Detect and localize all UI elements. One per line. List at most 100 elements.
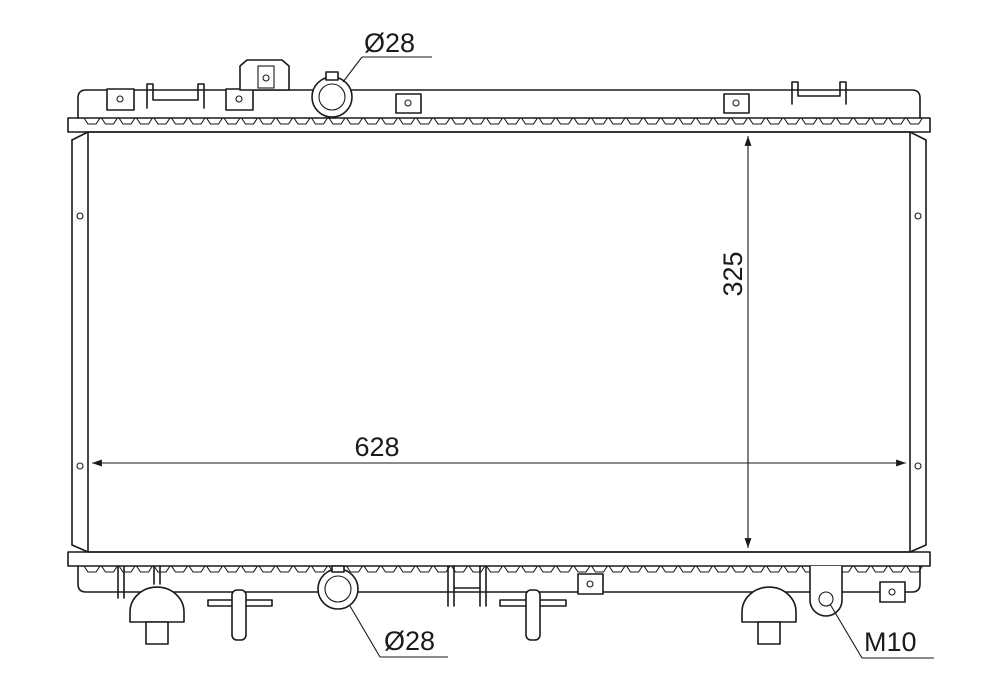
tank-crimp-tooth xyxy=(206,117,223,125)
tank-crimp-tooth xyxy=(853,565,871,573)
tank-crimp-tooth xyxy=(906,117,923,125)
tank-crimp-tooth xyxy=(643,565,661,573)
tank-crimp-tooth xyxy=(381,117,398,125)
tank-crimp-tooth xyxy=(521,565,538,573)
tank-crimp-tooth xyxy=(836,117,853,125)
tank-crimp-tooth xyxy=(346,117,363,125)
bottom-outlet-label: Ø28 xyxy=(384,626,435,656)
tank-crimp-tooth xyxy=(398,117,416,125)
tank-crimp-tooth xyxy=(801,117,818,125)
tank-crimp-tooth xyxy=(906,565,923,573)
tank-crimp-tooth xyxy=(276,117,293,125)
tank-crimp-tooth xyxy=(521,117,538,125)
tank-crimp-tooth xyxy=(731,117,748,125)
tank-crimp-tooth xyxy=(118,565,136,573)
height-dimension: 325 xyxy=(718,136,752,548)
tank-crimp-tooth xyxy=(853,117,871,125)
tank-crimp-tooth xyxy=(713,117,731,125)
tank-crimp-tooth xyxy=(468,117,486,125)
tank-crimp-tooth xyxy=(783,117,801,125)
thread-label: M10 xyxy=(864,627,917,657)
tank-crimp-tooth xyxy=(748,565,766,573)
bottom-outlet-pipe xyxy=(317,565,359,610)
tank-crimp-tooth xyxy=(556,117,573,125)
height-label: 325 xyxy=(718,251,748,296)
top-tank xyxy=(67,59,931,133)
tank-crimp-tooth xyxy=(381,565,398,573)
tank-crimp-tooth xyxy=(241,565,258,573)
tank-crimp-tooth xyxy=(731,565,748,573)
top-inlet-label: Ø28 xyxy=(364,28,415,58)
tank-crimp-tooth xyxy=(136,117,153,125)
tank-crimp-tooth xyxy=(538,117,556,125)
bottom-outlet-callout: Ø28 xyxy=(349,605,448,658)
tank-crimp-tooth xyxy=(766,565,783,573)
tank-crimp-tooth xyxy=(311,117,328,125)
tank-crimp-tooth xyxy=(871,117,888,125)
tank-crimp-tooth xyxy=(503,117,521,125)
tank-crimp-tooth xyxy=(293,565,311,573)
top-inlet-pipe xyxy=(311,71,353,118)
bottom-tank xyxy=(67,551,931,645)
tank-crimp-tooth xyxy=(241,117,258,125)
tank-crimp-tooth xyxy=(591,565,608,573)
tank-crimp-tooth xyxy=(171,565,188,573)
tank-crimp-tooth xyxy=(223,117,241,125)
tank-crimp-tooth xyxy=(486,117,503,125)
tank-crimp-tooth xyxy=(153,565,171,573)
tank-crimp-tooth xyxy=(573,117,591,125)
tank-crimp-tooth xyxy=(626,117,643,125)
tank-crimp-tooth xyxy=(626,565,643,573)
tank-crimp-tooth xyxy=(258,117,276,125)
tank-crimp-tooth xyxy=(608,117,626,125)
tank-crimp-tooth xyxy=(171,117,188,125)
tank-crimp-tooth xyxy=(83,565,101,573)
tank-crimp-tooth xyxy=(433,117,451,125)
thread-callout: M10 xyxy=(829,603,934,659)
tank-crimp-tooth xyxy=(696,565,713,573)
tank-crimp-tooth xyxy=(223,565,241,573)
tank-crimp-tooth xyxy=(748,117,766,125)
tank-crimp-tooth xyxy=(416,117,433,125)
tank-crimp-tooth xyxy=(556,565,573,573)
tank-crimp-tooth xyxy=(451,117,468,125)
width-dimension: 628 xyxy=(92,432,906,467)
tank-crimp-tooth xyxy=(608,565,626,573)
tank-crimp-tooth xyxy=(328,117,346,125)
tank-crimp-tooth xyxy=(538,565,556,573)
tank-crimp-tooth xyxy=(153,117,171,125)
tank-crimp-tooth xyxy=(363,117,381,125)
tank-crimp-tooth xyxy=(276,565,293,573)
tank-crimp-tooth xyxy=(363,565,381,573)
tank-crimp-tooth xyxy=(678,117,696,125)
top-inlet-callout: Ø28 xyxy=(342,28,432,83)
tank-crimp-tooth xyxy=(766,117,783,125)
tank-crimp-tooth xyxy=(486,565,503,573)
tank-crimp-tooth xyxy=(101,117,118,125)
tank-crimp-tooth xyxy=(468,565,486,573)
tank-crimp-tooth xyxy=(398,565,416,573)
tank-crimp-tooth xyxy=(258,565,276,573)
tank-crimp-tooth xyxy=(661,565,678,573)
tank-crimp-tooth xyxy=(696,117,713,125)
tank-crimp-tooth xyxy=(643,117,661,125)
tank-crimp-tooth xyxy=(661,117,678,125)
tank-crimp-tooth xyxy=(136,565,153,573)
tank-crimp-tooth xyxy=(713,565,731,573)
tank-crimp-tooth xyxy=(83,117,101,125)
tank-crimp-tooth xyxy=(346,565,363,573)
width-label: 628 xyxy=(354,432,399,462)
tank-crimp-tooth xyxy=(678,565,696,573)
tank-crimp-tooth xyxy=(503,565,521,573)
tank-crimp-tooth xyxy=(783,565,801,573)
tank-crimp-tooth xyxy=(311,565,328,573)
tank-crimp-tooth xyxy=(101,565,118,573)
tank-crimp-tooth xyxy=(206,565,223,573)
tank-crimp-tooth xyxy=(888,565,906,573)
tank-crimp-tooth xyxy=(573,565,591,573)
tank-crimp-tooth xyxy=(293,117,311,125)
tank-crimp-tooth xyxy=(188,117,206,125)
tank-crimp-tooth xyxy=(888,117,906,125)
tank-crimp-tooth xyxy=(818,117,836,125)
